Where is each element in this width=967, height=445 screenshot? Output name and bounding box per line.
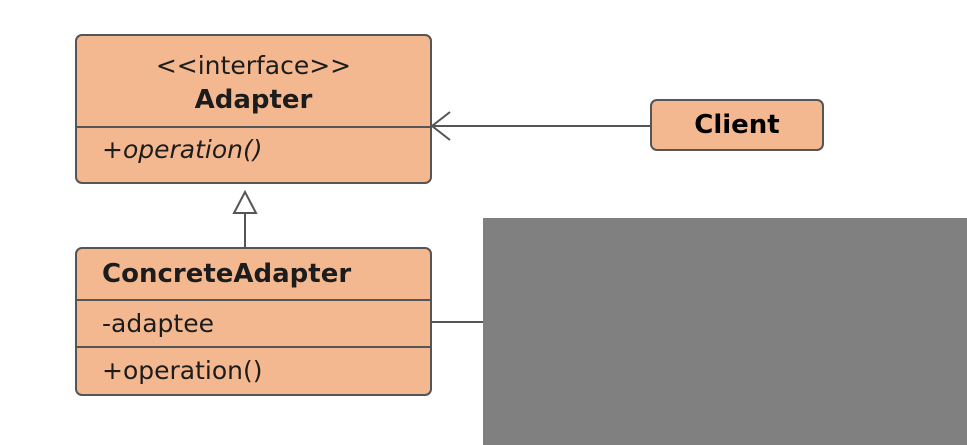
adapter-stereotype: <<interface>> [155, 51, 352, 80]
concrete-adapter-class-name: ConcreteAdapter [102, 259, 352, 289]
concrete-adapter-operation: +operation() [77, 346, 430, 393]
client-class-name: Client [694, 110, 780, 140]
client-class-box: Client [650, 99, 824, 151]
concrete-adapter-box: ConcreteAdapter -adaptee +operation() [75, 247, 432, 396]
redacted-region [483, 218, 967, 445]
open-arrowhead [430, 111, 451, 141]
adapter-class-name: Adapter [194, 85, 313, 115]
adapter-operation: +operation() [77, 126, 430, 172]
concrete-adapter-attribute: -adaptee [77, 299, 430, 346]
adapter-header: <<interface>> Adapter [77, 36, 430, 126]
concrete-adapter-header: ConcreteAdapter [77, 249, 430, 299]
hollow-triangle-arrowhead [232, 189, 258, 214]
adapter-interface-box: <<interface>> Adapter +operation() [75, 34, 432, 184]
